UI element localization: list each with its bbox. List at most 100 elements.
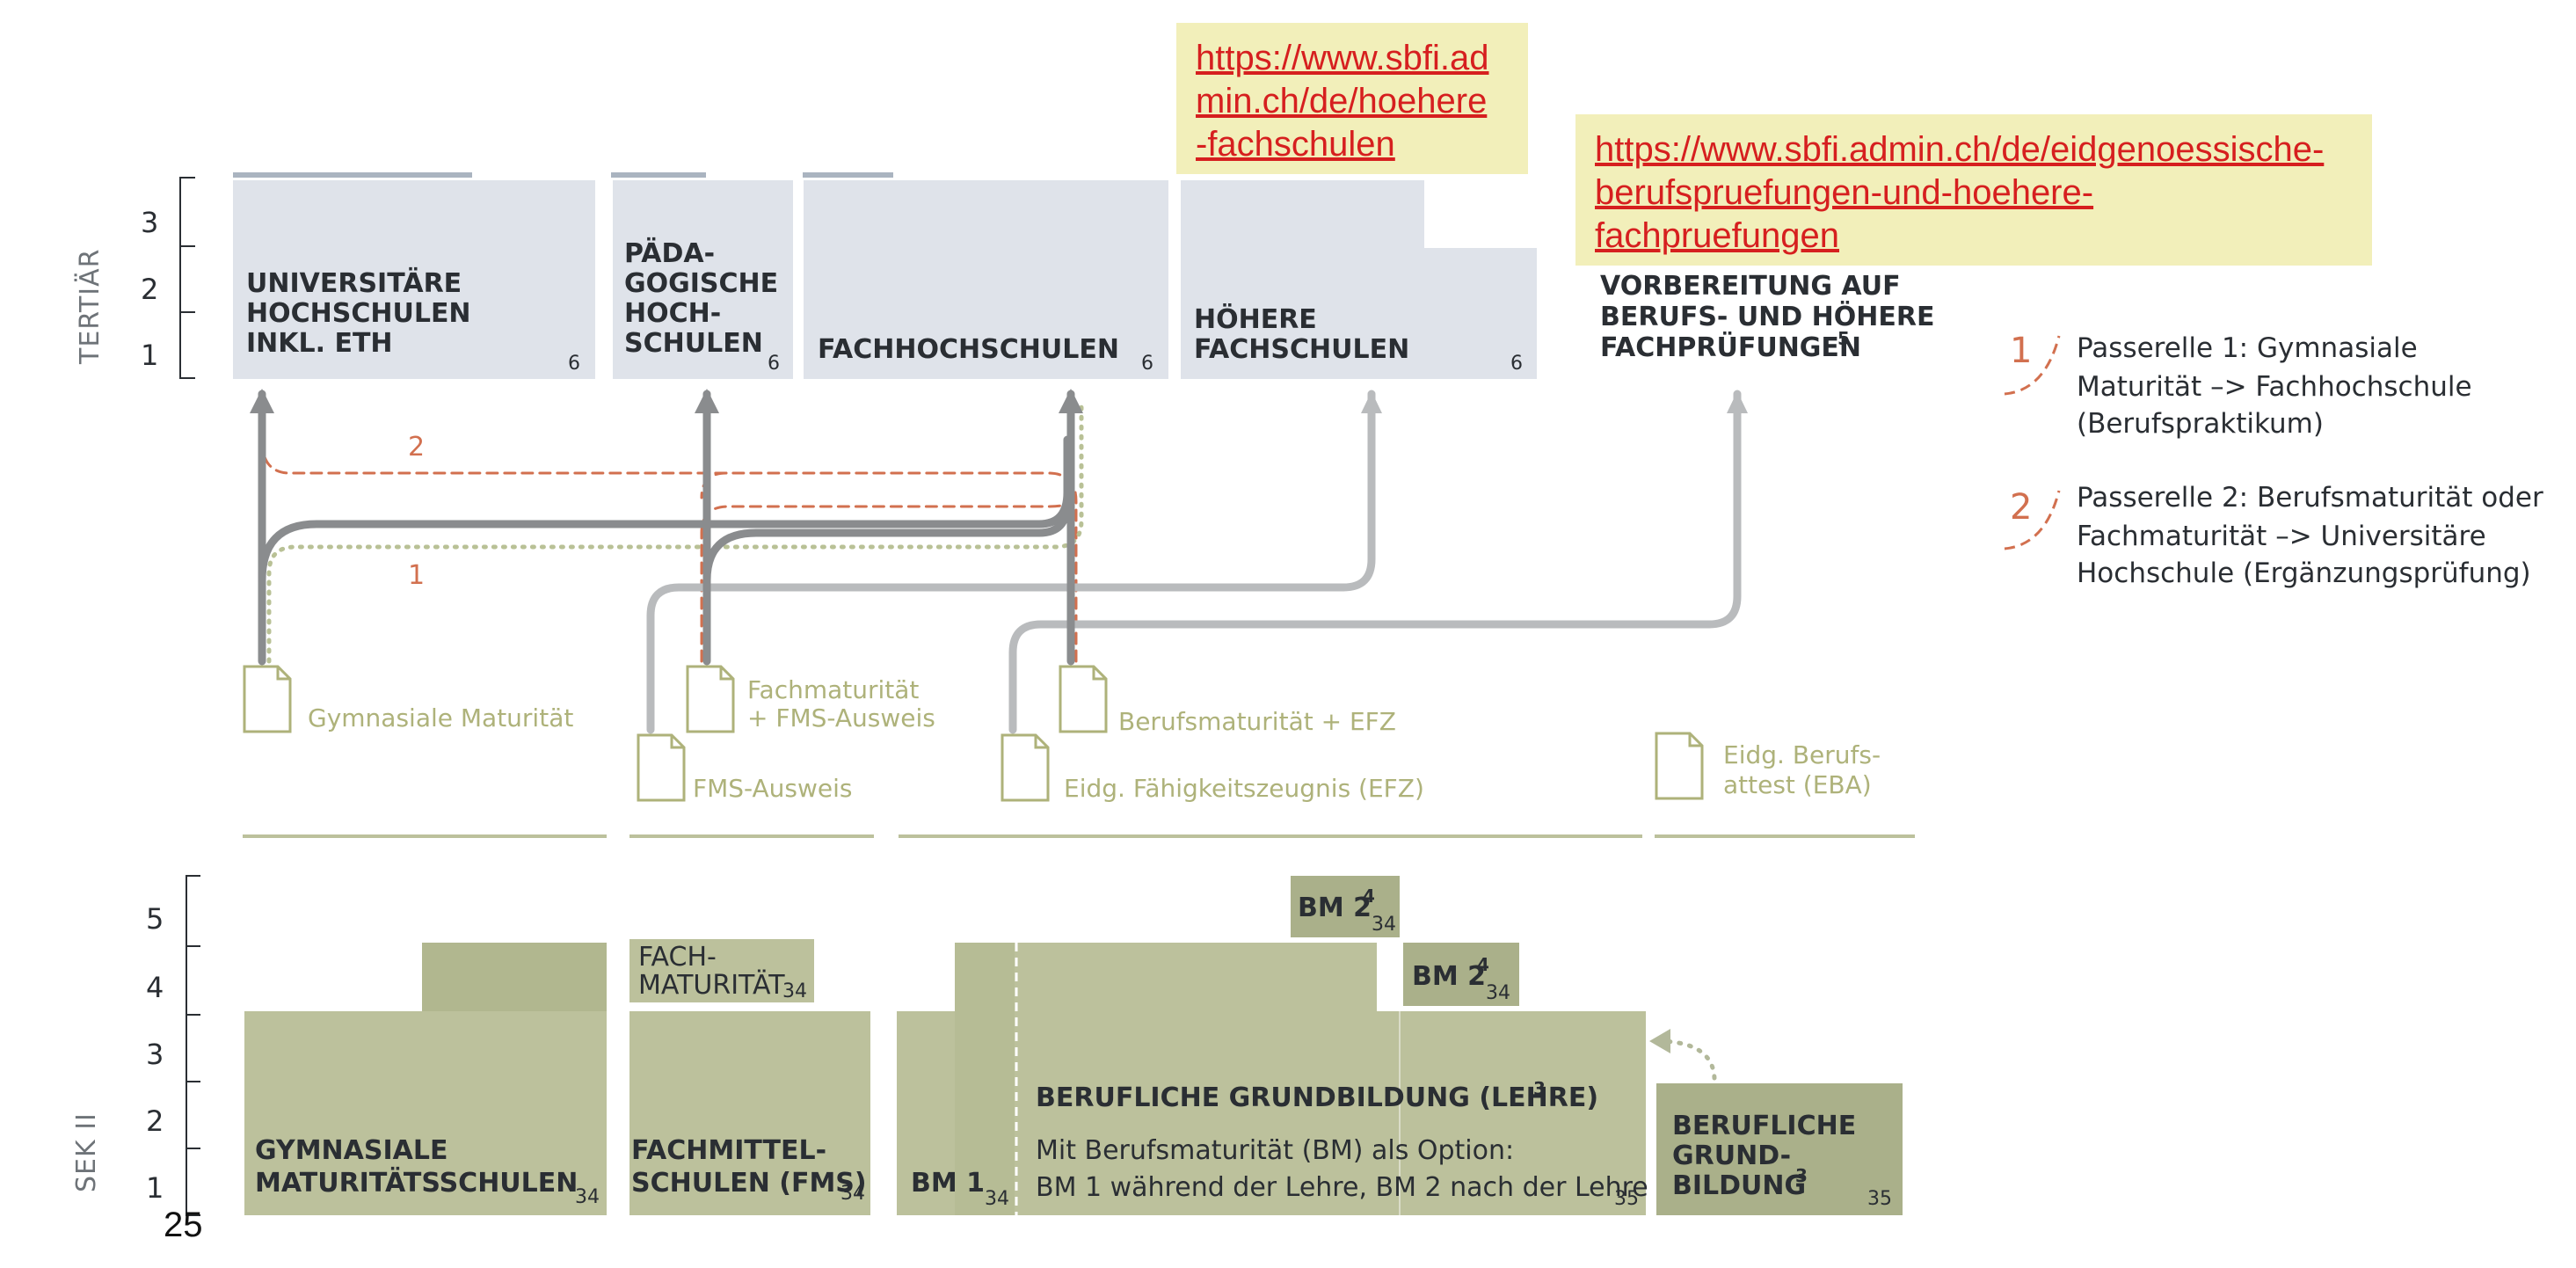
- block-fachhochschulen: FACHHOCHSCHULEN 6: [804, 180, 1168, 379]
- bm2-mid-label: BM 2: [1412, 961, 1486, 992]
- lehre-superscript: 3: [1533, 1078, 1546, 1099]
- block-berufliche-grundbildung: BM 1 34 BERUFLICHE GRUNDBILDUNG (LEHRE) …: [897, 943, 1648, 1215]
- lehre-index: 35: [1614, 1188, 1639, 1210]
- hf-line-1: HÖHERE: [1194, 302, 1317, 335]
- certificate-gym-label: Gymnasiale Maturität: [308, 703, 573, 732]
- legend: 1 Passerelle 1: Gymnasiale Maturität –> …: [2004, 331, 2543, 589]
- bm2-mid-index: 34: [1486, 982, 1510, 1004]
- university-line-2: HOCHSCHULEN: [246, 298, 471, 329]
- tertiary-tick-3: 3: [141, 206, 158, 239]
- bm1-index: 34: [985, 1188, 1009, 1210]
- certificate-bm-label: Berufsmaturität + EFZ: [1118, 707, 1396, 736]
- fms-index: 34: [840, 1183, 865, 1205]
- certificate-fm-line-1: Fachmaturität: [747, 675, 919, 704]
- fh-index: 6: [1141, 353, 1153, 375]
- passerelle-2-mark: 2: [408, 432, 425, 463]
- sek2-tick-2: 2: [146, 1104, 164, 1138]
- legend-item-1: 1 Passerelle 1: Gymnasiale Maturität –> …: [2004, 331, 2472, 440]
- link-berufspruefungen[interactable]: https://www.sbfi.admin.ch/de/eidgenoessi…: [1575, 114, 2372, 266]
- block-university: UNIVERSITÄRE HOCHSCHULEN INKL. ETH 6: [233, 180, 595, 379]
- lehre-line-1: Mit Berufsmaturität (BM) als Option:: [1036, 1135, 1514, 1166]
- ph-line-4: SCHULEN: [624, 328, 763, 359]
- gym-line-2: MATURITÄTSSCHULEN: [255, 1167, 578, 1199]
- block-paedagogische-hochschulen: PÄDA- GOGISCHE HOCH- SCHULEN 6: [613, 180, 793, 379]
- bm2-mid-superscript: 4: [1477, 954, 1489, 975]
- path-fm-to-fh: [702, 499, 1072, 585]
- hf-line-2: FACHSCHULEN: [1194, 334, 1409, 365]
- eba-superscript: 3: [1795, 1165, 1808, 1186]
- certificate-fm-line-2: + FMS-Ausweis: [747, 703, 935, 732]
- fh-line-1: FACHHOCHSCHULEN: [818, 334, 1119, 365]
- certificate-efz: Eidg. Fähigkeitszeugnis (EFZ): [1001, 733, 1424, 803]
- passerelle-1-mark: 1: [408, 560, 425, 591]
- bp-line-1: VORBEREITUNG AUF: [1600, 271, 1901, 302]
- sek2-blocks: GYMNASIALE MATURITÄTSSCHULEN 34 FACH- MA…: [244, 876, 1903, 1215]
- pathways: 2 1: [250, 389, 1748, 734]
- fachmat-line-2: MATURITÄT: [638, 969, 785, 1001]
- link-1-line-2: min.ch/de/hoehere: [1196, 82, 1488, 120]
- eba-index: 35: [1867, 1188, 1892, 1210]
- certificate-eba-line-1: Eidg. Berufs-: [1723, 740, 1881, 769]
- block-berufliche-grundbildung-eba: BERUFLICHE GRUND- BILDUNG 3 35: [1656, 1083, 1903, 1215]
- certificate-berufsmaturitaet: Berufsmaturität + EFZ: [1059, 665, 1396, 736]
- sek2-axis: 5 4 3 2 1 SEK II: [71, 875, 200, 1216]
- gym-line-1: GYMNASIALE: [255, 1135, 448, 1166]
- block-gymnasiale-maturitaetsschulen: GYMNASIALE MATURITÄTSSCHULEN 34: [244, 943, 607, 1215]
- certificate-fms: FMS-Ausweis: [637, 733, 853, 803]
- tertiary-blocks: UNIVERSITÄRE HOCHSCHULEN INKL. ETH 6 PÄD…: [233, 172, 1934, 379]
- bp-superscript: 5: [1837, 328, 1850, 349]
- block-fachmittelschulen: FACHMITTEL- SCHULEN (FMS) 34: [629, 1011, 870, 1215]
- arrowhead-bp: [1727, 391, 1748, 413]
- certificate-eba-line-2: attest (EBA): [1723, 770, 1872, 799]
- link-2-line-1: https://www.sbfi.admin.ch/de/eidgenoessi…: [1595, 130, 2325, 169]
- gym-index: 34: [575, 1186, 600, 1208]
- certificates: Gymnasiale Maturität Fachmaturität + FMS…: [243, 665, 1881, 803]
- tertiary-axis-label: TERTIÄR: [74, 249, 106, 365]
- certificate-eba: Eidg. Berufs- attest (EBA): [1655, 732, 1881, 800]
- page-number: 25: [164, 1206, 203, 1244]
- legend-1-line-2: Maturität –> Fachhochschule: [2077, 371, 2472, 403]
- ph-index: 6: [768, 353, 780, 375]
- bp-line-2: BERUFS- UND HÖHERE: [1600, 300, 1934, 332]
- ph-line-2: GOGISCHE: [624, 268, 778, 299]
- arrowhead-university: [250, 389, 274, 413]
- link-1-line-1: https://www.sbfi.ad: [1196, 39, 1489, 77]
- bp-line-3: FACHPRÜFUNGEN: [1600, 331, 1861, 363]
- eba-line-2: GRUND-: [1672, 1140, 1791, 1171]
- bm2-top-index: 34: [1372, 914, 1396, 936]
- arrowhead-fh: [1059, 389, 1083, 413]
- link-hoehere-fachschulen[interactable]: https://www.sbfi.ad min.ch/de/hoehere -f…: [1176, 23, 1528, 174]
- legend-item-2: 2 Passerelle 2: Berufsmaturität oder Fac…: [2004, 482, 2543, 589]
- legend-2-line-3: Hochschule (Ergänzungsprüfung): [2077, 557, 2531, 589]
- block-fachmaturitaet: FACH- MATURITÄT 34: [629, 939, 814, 1002]
- link-1-line-3: -fachschulen: [1196, 125, 1395, 164]
- legend-1-line-1: Passerelle 1: Gymnasiale: [2077, 332, 2418, 364]
- path-gym-to-fh: [258, 435, 1072, 585]
- path-efz-to-bp: [1008, 390, 1742, 734]
- block-berufspruefungen: VORBEREITUNG AUF BERUFS- UND HÖHERE FACH…: [1600, 271, 1934, 363]
- legend-2-line-2: Fachmaturität –> Universitäre: [2077, 521, 2486, 552]
- lehre-title: BERUFLICHE GRUNDBILDUNG (LEHRE): [1036, 1082, 1598, 1113]
- sek2-tick-3: 3: [146, 1038, 164, 1071]
- eba-line-3: BILDUNG: [1672, 1170, 1806, 1201]
- bm1-label: BM 1: [911, 1168, 985, 1199]
- path-fms-to-hf: [646, 390, 1376, 734]
- bm2-top-label: BM 2: [1298, 893, 1372, 923]
- arrowhead-hf: [1361, 391, 1382, 413]
- block-bm2-top: BM 2 4 34: [1291, 876, 1400, 937]
- block-hoehere-fachschulen: HÖHERE FACHSCHULEN 6: [1181, 180, 1537, 379]
- sek2-tick-5: 5: [146, 902, 164, 936]
- legend-1-number: 1: [2010, 331, 2032, 371]
- fms-line-2: SCHULEN (FMS): [631, 1168, 867, 1199]
- lehre-line-2: BM 1 während der Lehre, BM 2 nach der Le…: [1036, 1172, 1648, 1203]
- hf-index: 6: [1510, 353, 1523, 375]
- legend-2-line-1: Passerelle 2: Berufsmaturität oder: [2077, 482, 2543, 514]
- block-bm2-mid: BM 2 4 34: [1403, 943, 1519, 1006]
- ph-line-1: PÄDA-: [624, 237, 715, 269]
- passerelle-2-path-left: [260, 404, 1078, 663]
- bm2-top-superscript: 4: [1363, 885, 1375, 907]
- certificate-fachmaturitaet: Fachmaturität + FMS-Ausweis: [686, 665, 935, 733]
- legend-1-line-3: (Berufspraktikum): [2077, 408, 2324, 440]
- eba-to-efz-arrow: [1649, 1029, 1717, 1081]
